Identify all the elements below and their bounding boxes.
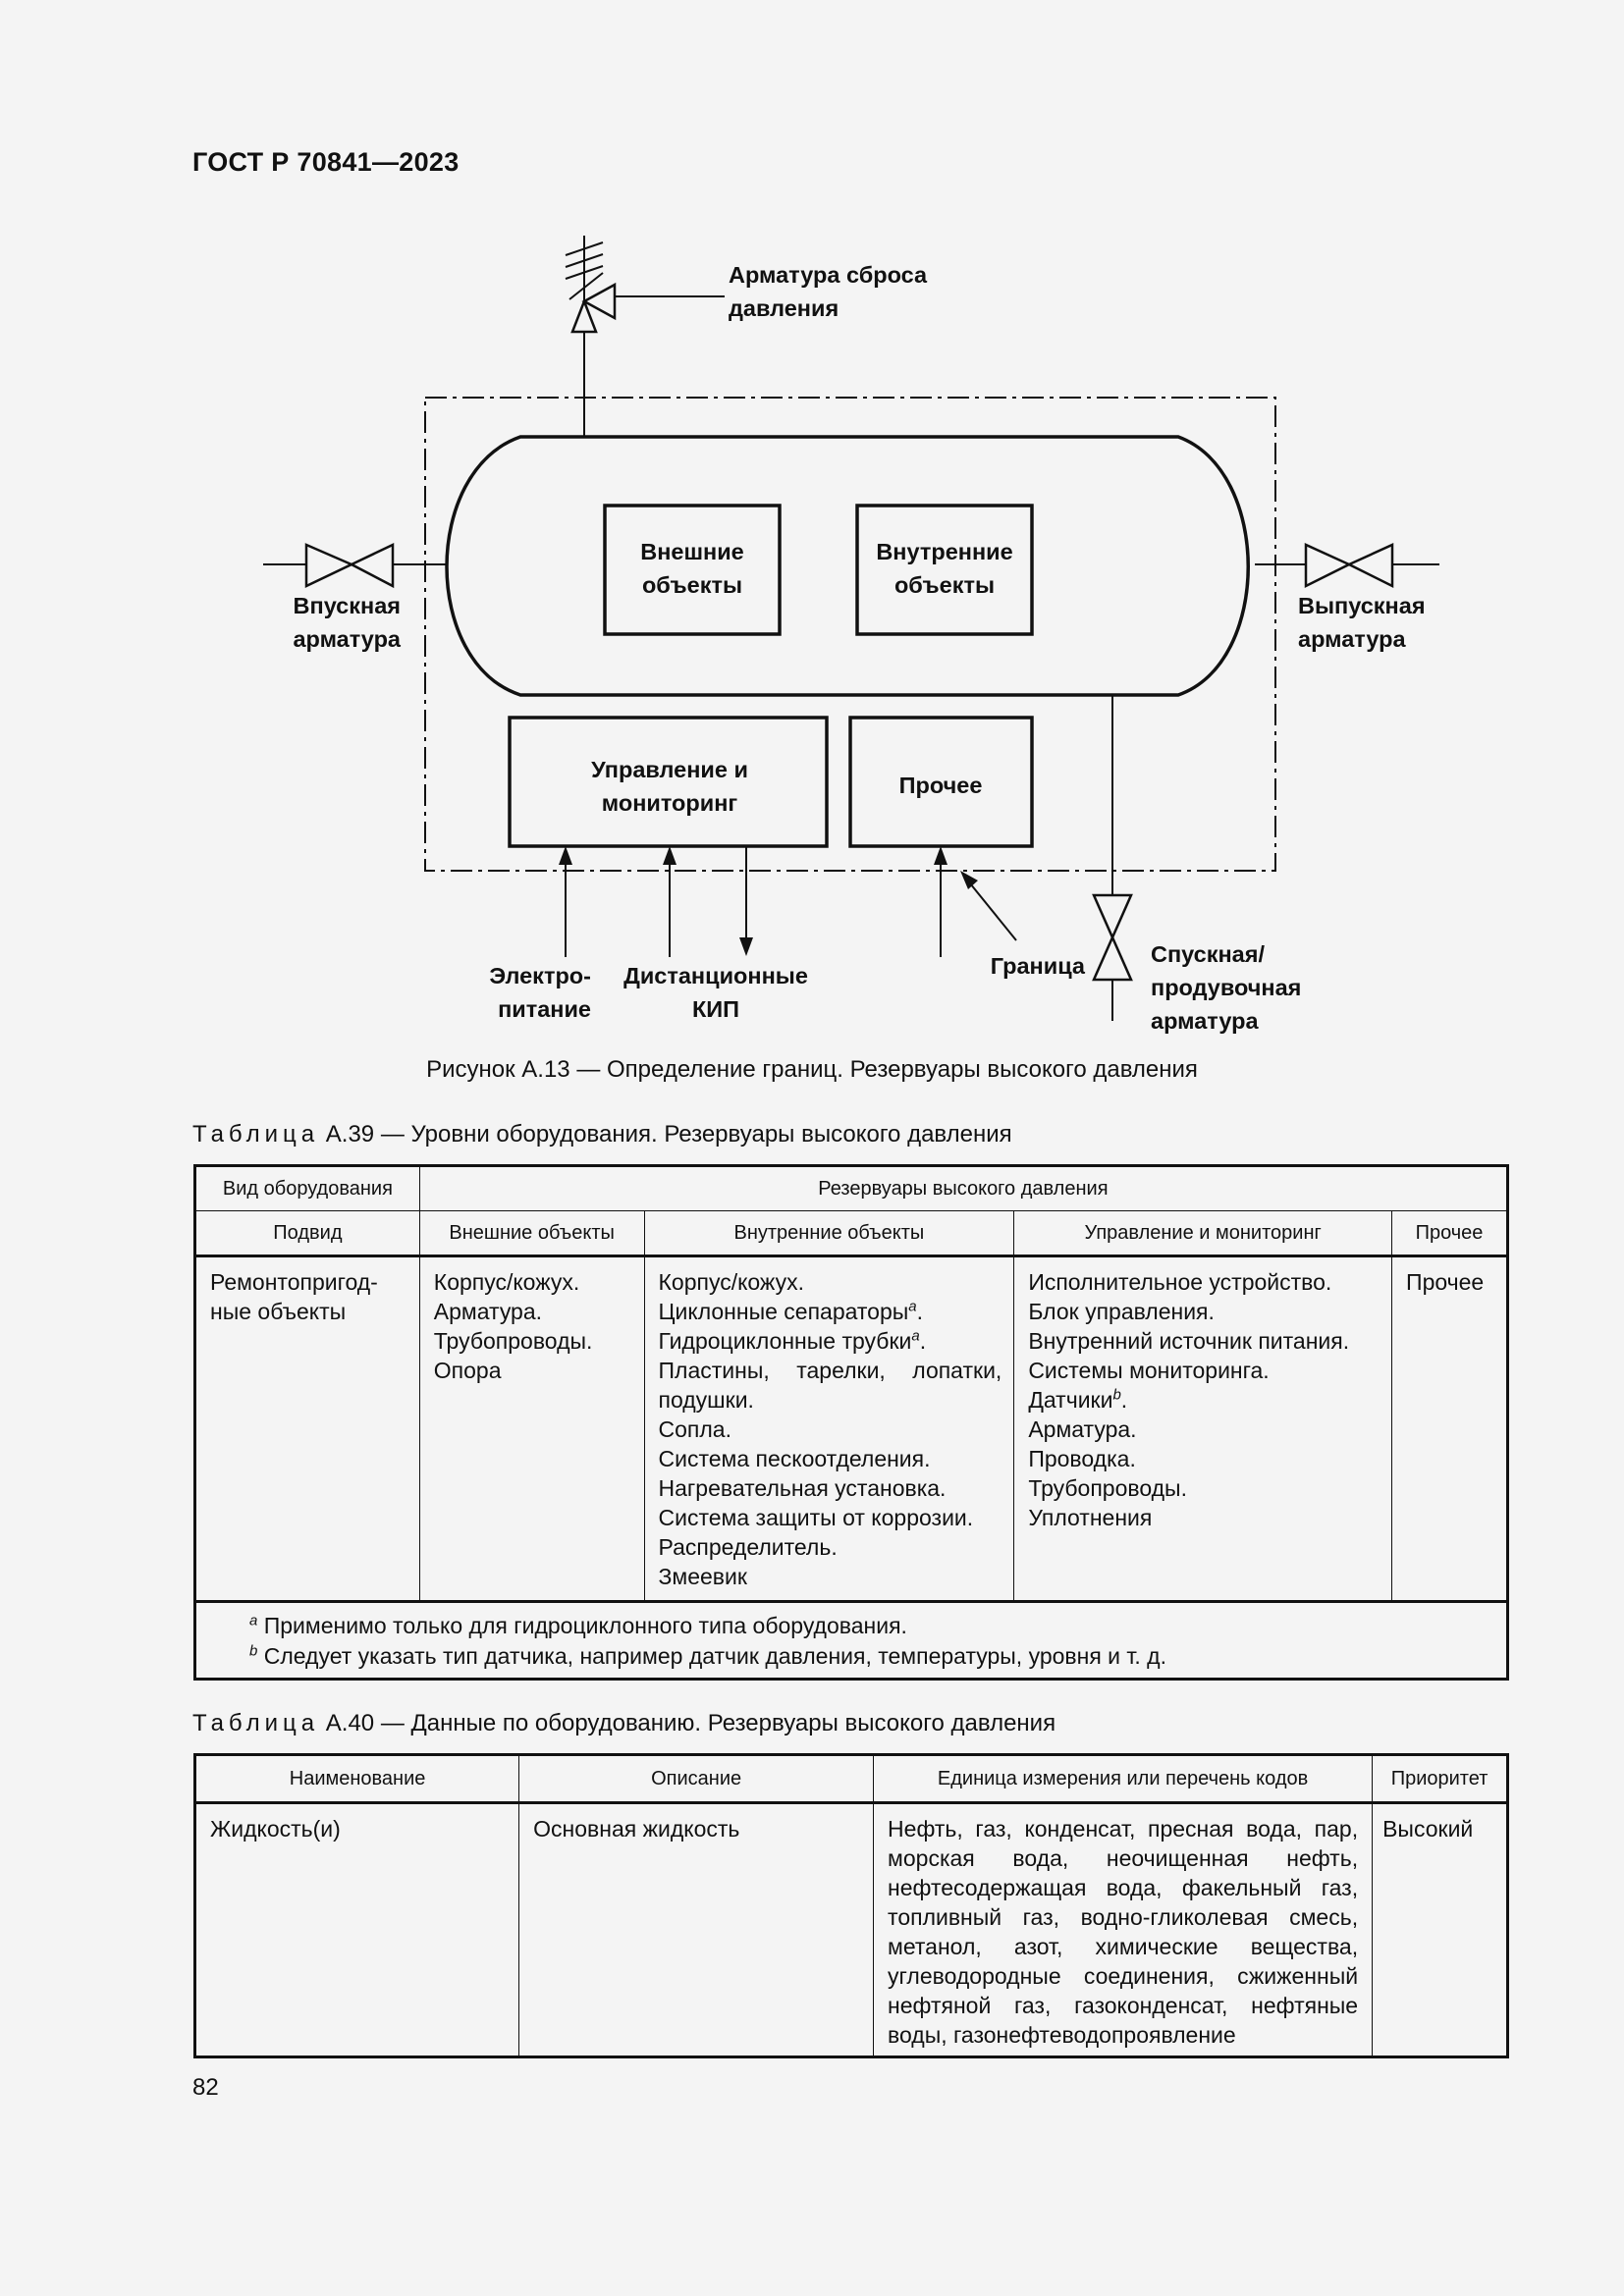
drain-valve-top — [1092, 893, 1133, 941]
relief-valve-side — [581, 282, 617, 321]
cell-internal: Корпус/кожух. Циклонные сепараторыa. Гид… — [643, 1255, 1015, 1602]
th-codes: Единица измерения или перечень кодов — [873, 1754, 1374, 1804]
boundary-dashed-frame — [424, 397, 1276, 872]
th-internal: Внутренние объекты — [643, 1210, 1015, 1257]
relief-spring-3 — [565, 265, 604, 280]
boundary-pointer-line — [965, 878, 1017, 941]
table-row: Ремонтопригод- ные объекты Корпус/кожух.… — [194, 1255, 1508, 1602]
cell-description: Основная жидкость — [518, 1802, 875, 2057]
table-equipment-data: Наименование Описание Единица измерения … — [193, 1753, 1509, 2058]
table40-caption: Таблица А.40 — Данные по оборудованию. Р… — [192, 1710, 1056, 1736]
external-objects-box — [603, 504, 782, 636]
relief-spring-2 — [565, 253, 604, 268]
cell-other: Прочее — [1391, 1255, 1508, 1602]
boundary-label: Граница — [991, 953, 1086, 979]
drain-valve-bottom — [1092, 934, 1133, 982]
relief-valve-body — [570, 297, 598, 334]
cell-subtype: Ремонтопригод- ные объекты — [194, 1255, 420, 1602]
pressure-vessel — [445, 435, 1250, 697]
relief-spring-1 — [565, 241, 604, 256]
cell-priority: Высокий — [1372, 1802, 1508, 2057]
inlet-valve-right — [349, 543, 395, 589]
table39-footnotes: a Применимо только для гидроциклонного т… — [194, 1600, 1508, 1680]
other-box — [848, 716, 1034, 848]
outlet-valve-right — [1346, 543, 1394, 589]
other-label: Прочее — [899, 773, 983, 798]
cell-codes: Нефть, газ, конденсат, пресная вода, пар… — [873, 1802, 1374, 2057]
figure-caption: Рисунок А.13 — Определение границ. Резер… — [426, 1056, 1198, 1083]
th-equipment-type: Вид оборудования — [194, 1165, 420, 1211]
th-other: Прочее — [1391, 1210, 1508, 1257]
outlet-valve-left — [1304, 543, 1352, 589]
table-row: Жидкость(и) Основная жидкость Нефть, газ… — [193, 1802, 1508, 2057]
footnote-b: b Следует указать тип датчика, например … — [249, 1642, 1166, 1669]
inlet-valve-left — [304, 543, 355, 588]
th-subtype: Подвид — [194, 1210, 420, 1257]
control-monitoring-box — [508, 716, 829, 848]
cell-name: Жидкость(и) — [193, 1802, 520, 2057]
footnote-a: a Применимо только для гидроциклонного т… — [249, 1612, 907, 1638]
th-priority: Приоритет — [1372, 1754, 1508, 1804]
table39-caption: Таблица А.39 — Уровни оборудования. Резе… — [192, 1121, 1012, 1148]
document-header: ГОСТ Р 70841—2023 — [192, 147, 460, 177]
table-equipment-levels: Вид оборудования Резервуары высокого дав… — [193, 1164, 1509, 1681]
page-number: 82 — [192, 2074, 219, 2101]
th-group: Резервуары высокого давления — [418, 1165, 1509, 1211]
th-external: Внешние объекты — [418, 1210, 645, 1257]
cell-external: Корпус/кожух. Арматура. Трубопроводы. Оп… — [418, 1255, 645, 1602]
power-label: Электро-питание — [489, 963, 591, 1022]
th-name: Наименование — [193, 1754, 520, 1804]
th-description: Описание — [518, 1754, 875, 1804]
internal-objects-box — [855, 504, 1034, 636]
cell-control: Исполнительное устройство. Блок управлен… — [1013, 1255, 1393, 1602]
th-control: Управление и мониторинг — [1013, 1210, 1393, 1257]
